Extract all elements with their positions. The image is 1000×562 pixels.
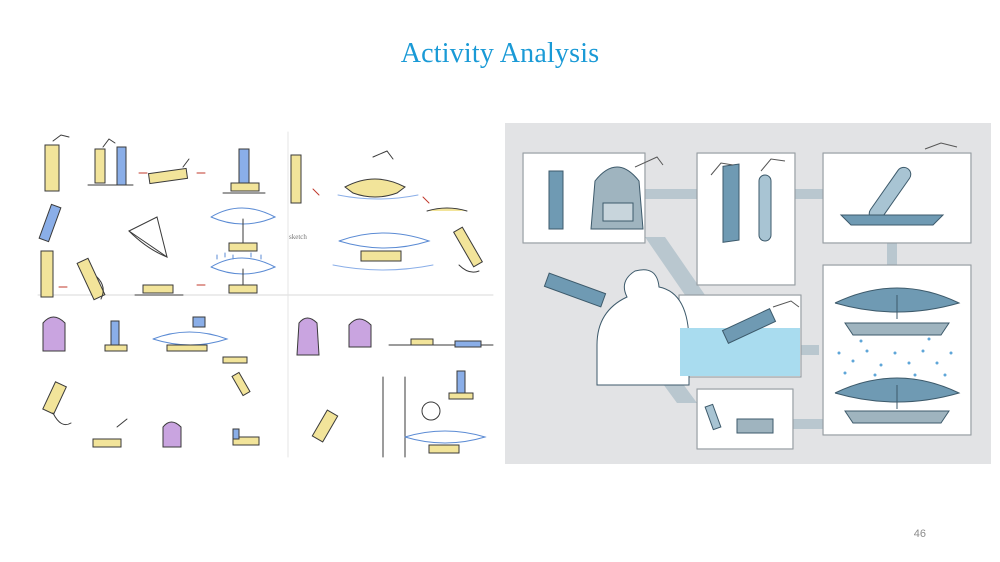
rendered-storyboard-icon: [522, 142, 972, 450]
rendered-storyboard-image: [505, 123, 991, 464]
sketch-storyboard-icon: sketch: [37, 131, 494, 458]
sketch-storyboard-image: sketch: [33, 127, 500, 461]
page-number: 46: [913, 528, 926, 540]
svg-text:sketch: sketch: [289, 233, 307, 241]
slide-title: Activity Analysis: [400, 38, 600, 69]
